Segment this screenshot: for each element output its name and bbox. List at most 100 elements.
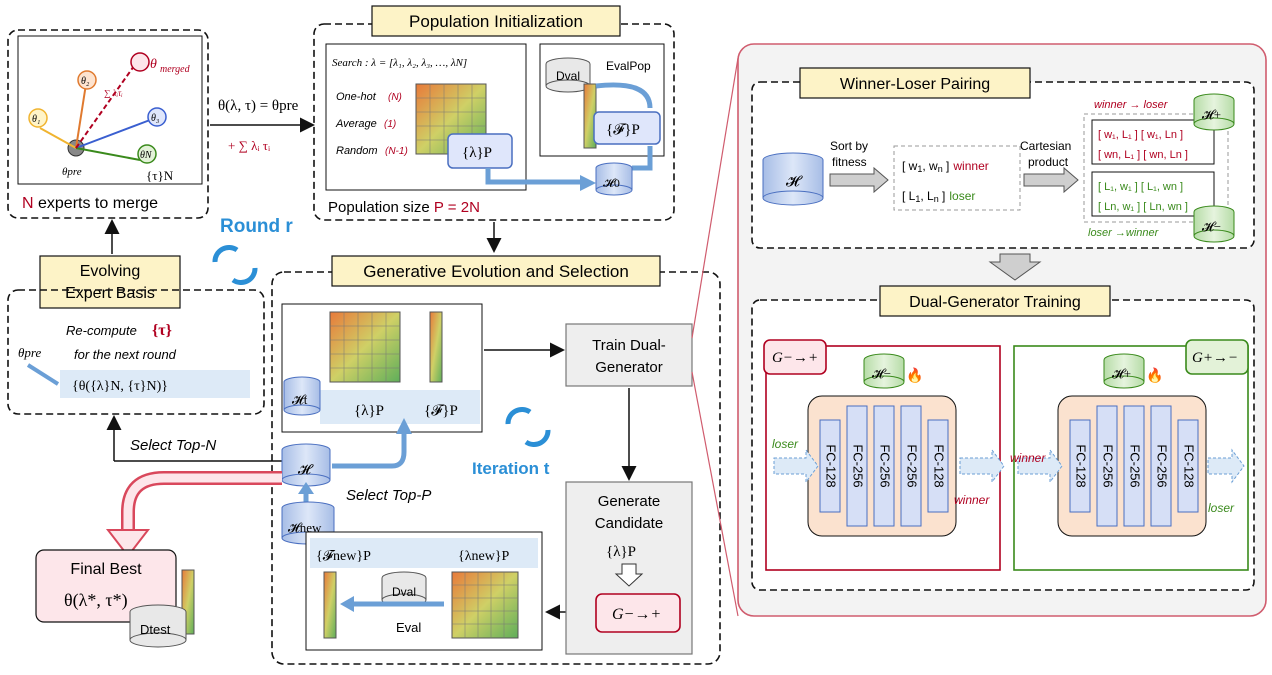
- generative-panel: Generative Evolution and Selection 𝓗t {λ…: [271, 255, 721, 665]
- random-label: Random: [336, 145, 378, 157]
- product: product: [1028, 155, 1069, 169]
- population-panel: Population Initialization Search : λ = […: [313, 5, 675, 221]
- fc-layer-label-right-4: FC-128: [1182, 444, 1197, 487]
- formula-bottom: + ∑ λᵢ τᵢ: [228, 138, 271, 153]
- final-panel: Final Best θ(λ*, τ*) Dtest: [35, 471, 282, 648]
- theta-merged-sub: merged: [160, 64, 191, 75]
- fc-layer-label-right-0: FC-128: [1074, 444, 1089, 487]
- next-round-label: for the next round: [74, 347, 177, 362]
- round-cycle-icon: [212, 245, 258, 285]
- average-label: Average: [335, 118, 377, 130]
- wl-row-2: [ wn, L₁ ] [ wn, Ln ]: [1098, 149, 1188, 161]
- winner-to-loser: winner → loser: [1094, 99, 1169, 111]
- one-hot-n: (N): [388, 92, 402, 103]
- l-pair: [ L1, Ln ]loser: [902, 189, 975, 204]
- fire-icon-left: 🔥: [906, 367, 923, 384]
- fc-layer-label-right-1: FC-256: [1101, 444, 1116, 487]
- loser-out: loser: [1208, 501, 1235, 515]
- g-left: G−→+: [772, 350, 818, 366]
- fc-layer-label-right-3: FC-256: [1155, 444, 1170, 487]
- fc-layer-left-2: [873, 405, 895, 527]
- theta-pre-label: θpre: [62, 166, 82, 178]
- h-label: 𝓗: [298, 463, 314, 478]
- gen-lambda-label: {λ}P: [606, 544, 636, 560]
- pairing-h-minus: 𝓗−: [1202, 219, 1221, 234]
- g-minus-plus: G−→+: [612, 606, 661, 623]
- generate-label: Generate: [598, 493, 661, 510]
- fc-layer-label-right-2: FC-256: [1128, 444, 1143, 487]
- lambda-p-init: {λ}P: [462, 145, 492, 161]
- dval-label: Dval: [556, 69, 580, 83]
- final-formula: θ(λ*, τ*): [64, 590, 128, 611]
- fc-layer-right-0: [1069, 419, 1091, 513]
- formula-top: θ(λ, τ) = θpre: [218, 98, 299, 114]
- fc-layer-right-3: [1150, 405, 1172, 527]
- f-new-label: {𝓕new}P: [316, 549, 371, 564]
- fc-layer-left-0: [819, 419, 841, 513]
- theta3-label: θ₃: [151, 113, 160, 124]
- generative-title: Generative Evolution and Selection: [363, 262, 629, 281]
- fc-layer-left-3: [900, 405, 922, 527]
- dtest-label: Dtest: [140, 622, 171, 637]
- theta-merged-label: θ: [150, 57, 157, 72]
- train-label: Train Dual-: [592, 337, 666, 354]
- training-title: Dual-Generator Training: [909, 294, 1081, 311]
- theta1-label: θ₁: [32, 114, 40, 125]
- pairing-h-plus: 𝓗+: [1202, 107, 1221, 122]
- round-label: Round r: [220, 216, 293, 237]
- dval-gen-label: Dval: [392, 585, 416, 599]
- select-top-n-label: Select Top-N: [130, 437, 216, 454]
- winner-out: winner: [954, 493, 990, 507]
- sum-label: ∑ λᵢτᵢ: [104, 88, 123, 98]
- search-label: Search : λ = [λ₁, λ₂, λ₃, …, λN]: [332, 57, 467, 69]
- select-top-n: Select Top-N: [106, 415, 282, 462]
- population-size: Population size P = 2N: [328, 199, 480, 216]
- theta-pre-evolving: θpre: [18, 345, 41, 360]
- evolving-title-2: Expert Basis: [65, 285, 155, 302]
- merge-formula: θ(λ, τ) = θpre + ∑ λᵢ τᵢ: [210, 98, 315, 153]
- iteration-cycle-icon: [505, 407, 551, 447]
- fc-layer-label-left-1: FC-256: [851, 444, 866, 487]
- fc-layer-label-left-3: FC-256: [905, 444, 920, 487]
- lambda-new-label: {λnew}P: [458, 549, 510, 564]
- fc-layer-right-4: [1177, 419, 1199, 513]
- h0-label: 𝓗0: [603, 176, 620, 190]
- theta2-label: θ₂: [81, 76, 90, 87]
- average-n: (1): [384, 119, 396, 130]
- right-panel: Winner-Loser Pairing 𝓗 Sort by fitness […: [737, 43, 1267, 617]
- wl-row-1: [ w₁, L₁ ] [ w₁, Ln ]: [1098, 129, 1183, 141]
- fc-layer-right-1: [1096, 405, 1118, 527]
- f-p-gen: {𝓕}P: [424, 403, 458, 419]
- w-pair: [ w1, wn ]winner: [902, 159, 989, 174]
- iteration-label: Iteration t: [472, 459, 550, 478]
- evolving-panel: Evolving Expert Basis Re-compute {τ} for…: [7, 219, 265, 415]
- lw-row-2: [ Ln, w₁ ] [ Ln, wn ]: [1098, 201, 1188, 213]
- h-new-label: 𝓗new: [288, 520, 322, 535]
- train-label-2: Generator: [595, 359, 663, 376]
- random-n: (N-1): [385, 146, 408, 157]
- population-title: Population Initialization: [409, 12, 583, 31]
- fitness: fitness: [832, 155, 867, 169]
- fc-layer-label-left-0: FC-128: [824, 444, 839, 487]
- layers-right: FC-128 FC-256 FC-256 FC-256 FC-128: [1069, 405, 1199, 527]
- eval-label: Eval: [396, 620, 421, 635]
- cartesian: Cartesian: [1020, 139, 1071, 153]
- final-title: Final Best: [70, 561, 142, 578]
- lw-row-1: [ L₁, w₁ ] [ L₁, wn ]: [1098, 181, 1183, 193]
- evalpop-label: EvalPop: [606, 59, 651, 73]
- g-right: G+→−: [1192, 350, 1238, 366]
- evolving-formula: {θ({λ}N, {τ}N)}: [72, 379, 168, 394]
- loser-to-winner: loser →winner: [1088, 227, 1160, 239]
- loser-in: loser: [772, 437, 799, 451]
- one-hot-label: One-hot: [336, 91, 377, 103]
- evolving-title-1: Evolving: [80, 263, 140, 280]
- tau-set: {τ}N: [146, 168, 174, 183]
- thetaN-label: θN: [140, 150, 153, 161]
- select-top-p-label: Select Top-P: [346, 487, 431, 504]
- experts-caption: N experts to merge: [22, 195, 158, 212]
- fc-layer-label-left-4: FC-128: [932, 444, 947, 487]
- winner-in: winner: [1010, 451, 1046, 465]
- generate-label-2: Candidate: [595, 515, 663, 532]
